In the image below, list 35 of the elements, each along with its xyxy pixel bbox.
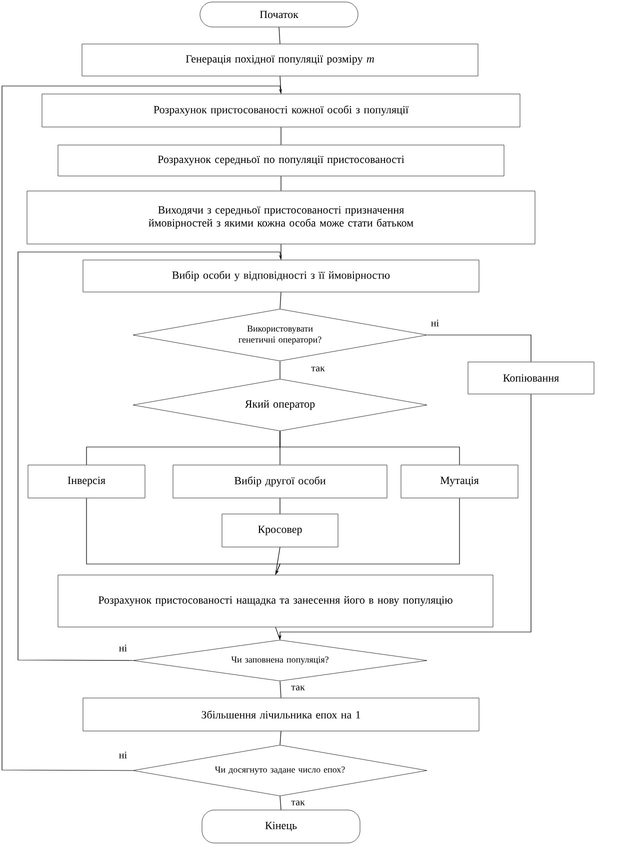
edge-label: ні — [119, 752, 127, 758]
arrow — [18, 252, 282, 661]
process-box: Розрахунок пристосованості кожної особі з популяції — [42, 94, 520, 128]
edge-label: так — [311, 366, 325, 372]
process-box: Розрахунок пристосованості нащадка та занесення його в нову популяцію — [58, 574, 494, 628]
connector-line — [280, 126, 282, 146]
terminal-box: Кінець — [202, 810, 360, 844]
edge-label: ні — [431, 320, 439, 326]
connector-line — [280, 176, 282, 192]
process-box: Виходячи з середньої пристосованості призначення ймовірностей з якими кожна особа може стати батьком — [26, 190, 536, 244]
process-box: Генерація похідної популяції розміру m — [82, 44, 478, 76]
connector-line — [275, 546, 280, 576]
process-box: Мутація — [400, 464, 518, 498]
connector-line — [280, 430, 460, 466]
connector-line — [280, 730, 282, 746]
process-box: Вибір другої особи — [172, 464, 388, 498]
edge-label: так — [291, 686, 305, 690]
connector-line — [280, 680, 282, 698]
terminal-box: Початок — [200, 2, 358, 28]
process-box: Копіювання — [468, 362, 594, 394]
connector-line — [280, 292, 282, 310]
process-box: Розрахунок середньої по популяції пристосованості — [58, 144, 504, 176]
process-box: Кросовер — [222, 514, 338, 548]
edge-label: ні — [119, 644, 127, 652]
process-box: Інверсія — [28, 464, 146, 498]
connector-line — [275, 626, 280, 640]
connector-line — [280, 244, 282, 260]
connector-line — [278, 26, 280, 44]
process-box: Вибір особи у відповідності з її ймовірностю — [82, 260, 480, 292]
arrow — [2, 86, 282, 771]
connector-line — [426, 334, 532, 362]
process-box: Збільшення лічильника епох на 1 — [82, 698, 480, 732]
connector-line — [280, 796, 282, 810]
connector-line — [280, 76, 282, 94]
edge-label: так — [291, 800, 305, 806]
